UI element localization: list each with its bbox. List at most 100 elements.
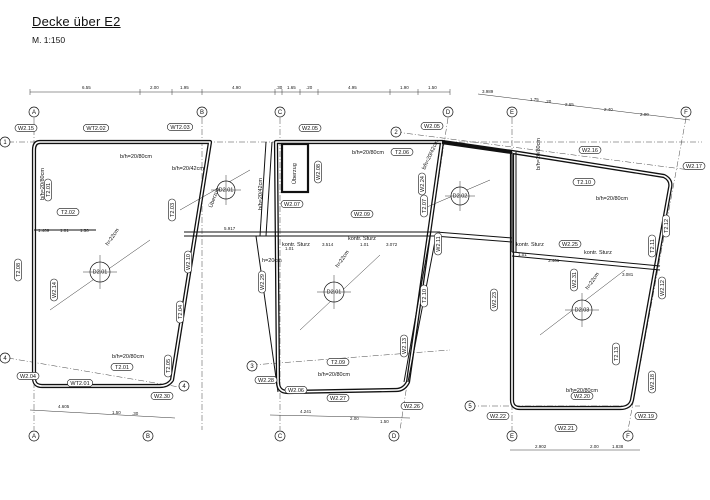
element-tag: W2.15: [14, 124, 38, 132]
svg-text:W2.09: W2.09: [354, 212, 370, 218]
element-tag: T2.11: [648, 234, 656, 258]
svg-text:T2.01: T2.01: [115, 365, 129, 371]
svg-text:W2.26: W2.26: [404, 404, 420, 410]
element-tag: T2.02: [56, 208, 80, 216]
svg-text:C: C: [278, 110, 283, 116]
element-tag: W2.08: [314, 160, 322, 184]
dim-bot-5: 2.00: [350, 416, 359, 421]
svg-text:W2.04: W2.04: [20, 374, 36, 380]
dim-top-4: 4.90: [232, 85, 241, 90]
element-tag: W2.11: [434, 232, 442, 256]
axis-marker-top-D: D: [442, 106, 454, 118]
svg-text:D: D: [392, 434, 397, 440]
beam-size: b/h=20/80cm: [566, 388, 598, 394]
element-tag: T2.05: [164, 354, 172, 378]
dim-bot-7: 2.902: [535, 444, 547, 449]
slab-outlines: [31, 139, 673, 411]
dim-bot-2: 1.50: [112, 410, 121, 415]
element-tag: W2.17: [682, 162, 706, 170]
svg-text:T2.13: T2.13: [614, 347, 620, 361]
beam-size: b/h=20/80cm: [112, 354, 144, 360]
svg-text:W2.20: W2.20: [574, 394, 590, 400]
drawing-header: Decke über E2 M. 1:150: [32, 14, 121, 45]
slab-label: D2.01: [93, 269, 108, 275]
svg-text:T2.06: T2.06: [395, 150, 409, 156]
slab-thickness: h=22cm: [335, 249, 351, 269]
svg-text:F: F: [684, 110, 688, 116]
svg-text:W2.19: W2.19: [638, 414, 654, 420]
element-tag: W2.09: [350, 210, 374, 218]
slab-label: D2.01: [327, 289, 342, 295]
svg-text:W2.16: W2.16: [582, 148, 598, 154]
beam-size: b/h=20/80cm: [40, 168, 46, 200]
beam-size: b/h=20/80cm: [120, 154, 152, 160]
element-tag: T2.03: [168, 198, 176, 222]
wall-left-slab: [31, 139, 213, 389]
element-tag: W2.23: [490, 288, 498, 312]
dim-bot-4: 4.241: [300, 409, 312, 414]
element-tag: W2.05: [298, 124, 322, 132]
dimension-chain-bottom: 4.605 1.50 .30 4.241 2.00 1.50 2.902 2.0…: [29, 404, 640, 451]
svg-text:W2.13: W2.13: [402, 338, 408, 354]
notes: kontr. Sturz kontr. Sturz kontr. Sturz k…: [207, 163, 612, 264]
svg-text:W2.06: W2.06: [288, 388, 304, 394]
element-tag: T2.01: [44, 178, 52, 202]
element-tag: T2.09: [326, 358, 350, 366]
svg-text:B: B: [200, 110, 204, 116]
svg-text:T2.08: T2.08: [16, 263, 22, 277]
element-tag: W2.10: [184, 250, 192, 274]
slab-label: D2.02: [453, 193, 468, 199]
slab-marker-d201-middle: D2.01 h=22cm: [317, 249, 351, 309]
dim-top-12: 1.75: [530, 97, 539, 102]
dim-top-6: 1.65: [287, 85, 296, 90]
element-tag: T2.10: [420, 284, 428, 308]
dim-top-7: .20: [306, 85, 313, 90]
svg-text:W2.05: W2.05: [302, 126, 318, 132]
dim-top-14: 2.65: [565, 102, 574, 107]
beam-size: b/h=20/80cm: [536, 138, 542, 170]
svg-text:W2.07: W2.07: [284, 202, 300, 208]
dim-top-3: 1.95: [180, 85, 189, 90]
svg-text:1: 1: [3, 140, 7, 146]
axis-marker-top-E: E: [506, 106, 518, 118]
axis-marker-bottom-F: F: [622, 430, 634, 442]
element-tag: W2.13: [400, 334, 408, 358]
beam-size: b/h=20/42cm: [258, 178, 264, 210]
svg-text:W2.23: W2.23: [492, 292, 498, 308]
slab-label: D2.01: [219, 187, 234, 193]
slab-markers: D2.01 h=22cm D2.01 D2.01 h=22cm D2.02 D2: [83, 175, 601, 327]
element-tag: W2.05: [420, 122, 444, 130]
axis-marker-row-2: 2: [390, 126, 402, 138]
beam-size: b/h=20/80cm: [596, 196, 628, 202]
svg-text:W2.08: W2.08: [316, 164, 322, 180]
svg-text:T2.03: T2.03: [170, 203, 176, 217]
svg-text:5: 5: [468, 404, 472, 410]
element-tag: W2.12: [658, 276, 666, 300]
svg-text:WT2.01: WT2.01: [70, 381, 89, 387]
axis-marker-top-F: F: [680, 106, 692, 118]
axis-marker-row-1: 1: [0, 136, 11, 148]
element-tag: WT2.02: [83, 124, 109, 132]
axis-marker-bottom-B: B: [142, 430, 154, 442]
element-tag: W2.06: [284, 386, 308, 394]
element-tag: W2.25: [558, 240, 582, 248]
beam-size: b/h=20/80cm: [352, 150, 384, 156]
drawing-scale: M. 1:150: [32, 35, 66, 45]
svg-text:W2.29: W2.29: [260, 274, 266, 290]
dim-top-16: 2.00: [640, 112, 649, 117]
note-kontr-sturz: kontr. Sturz: [584, 250, 612, 256]
svg-text:W2.18: W2.18: [650, 374, 656, 390]
beam-annotations: b/h=20/80cm b/h=20/42cm b/h=20/80cm b/h=…: [40, 138, 628, 394]
element-tag: W2.30: [150, 392, 174, 400]
slab-marker-d202: D2.02: [445, 181, 475, 211]
svg-text:WT2.03: WT2.03: [170, 125, 189, 131]
svg-text:F: F: [626, 434, 630, 440]
note-ueberzug: Überzug: [207, 187, 221, 209]
dim-bot-6: 1.50: [380, 419, 389, 424]
axis-marker-row-4: 4: [0, 352, 11, 364]
svg-text:T2.05: T2.05: [166, 359, 172, 373]
axis-marker-row-3: 3: [246, 360, 258, 372]
inner-dimensions: 5.917 3.514 3.072 3.461 3.081 1.01 1.01 …: [38, 226, 634, 277]
